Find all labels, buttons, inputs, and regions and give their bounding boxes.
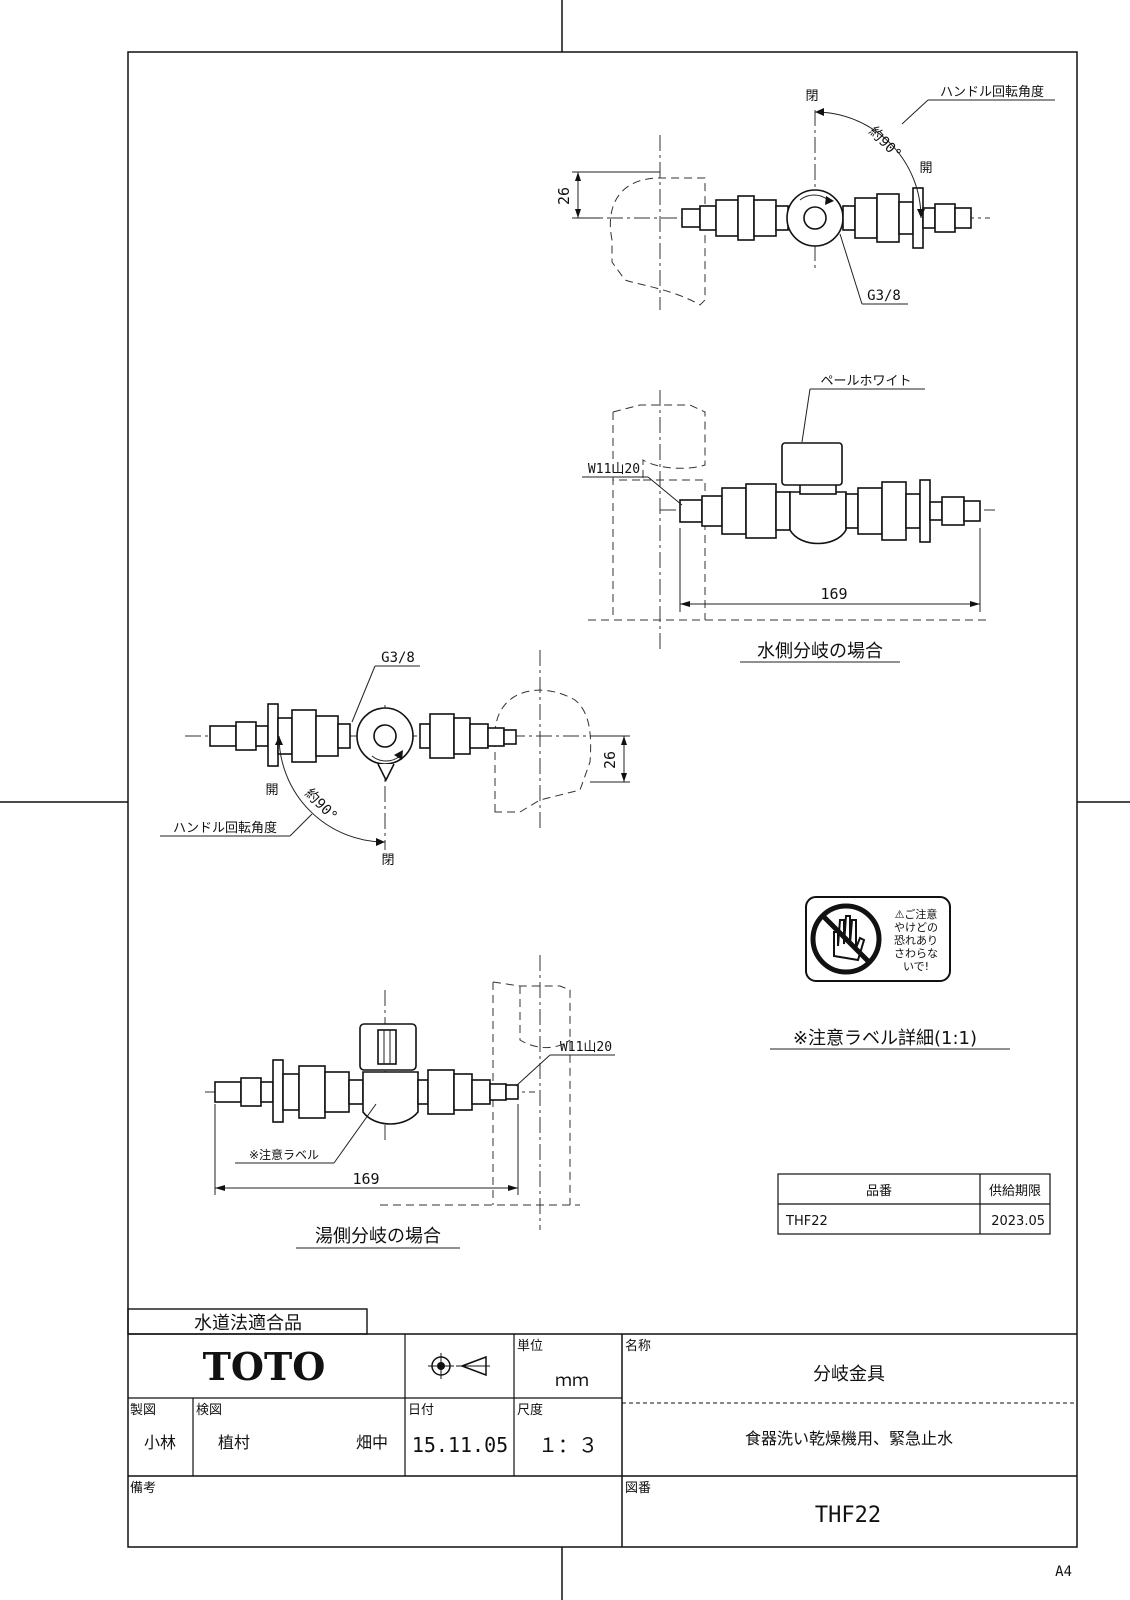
supply-header-part: 品番	[866, 1184, 892, 1199]
drafter-label: 製図	[130, 1403, 156, 1418]
product-name: 分岐金具	[813, 1364, 885, 1385]
title-block: 水道法適合品 TOTO 単位 ｍｍ 名称 分岐金具 製図 小林 検図 植村 畑中…	[127, 1308, 1077, 1547]
upper-thread-label: G3/8	[867, 288, 901, 304]
sticker-line-3: 恐れあり	[894, 934, 938, 947]
supply-table: 品番 供給期限 THF22 2023.05	[777, 1173, 1051, 1235]
lower-top-view: G3/8 26 約90° 開 閉 ハンドル回転角度	[160, 650, 630, 868]
remarks-label: 備考	[130, 1480, 156, 1496]
lower-handle-angle-label: ハンドル回転角度	[173, 820, 277, 836]
sticker-line-4: さわらな	[894, 947, 938, 960]
third-angle-projection-icon	[428, 1353, 490, 1379]
unit-value: ｍｍ	[555, 1371, 589, 1391]
sheet-border	[127, 51, 1078, 1548]
unit-label: 単位	[517, 1338, 543, 1354]
hot-side-view: W11山20 ※注意ラベル 169 湯側分岐の場合	[205, 955, 615, 1249]
water-side-view: W11山20 ペールホワイト 169 水側分岐の場合	[582, 374, 995, 663]
water-connection-label: W11山20	[588, 462, 640, 477]
scale-value: １：３	[538, 1433, 598, 1457]
scale-label: 尺度	[517, 1402, 543, 1418]
sticker-line-2: やけどの	[894, 921, 938, 934]
upper-top-view: 26 約90° 閉 開 ハンドル回転角度 G3/8	[555, 84, 1055, 310]
name-label: 名称	[625, 1338, 651, 1354]
upper-dim-height: 26	[555, 187, 573, 205]
lower-dim-height: 26	[601, 751, 619, 769]
date-label: 日付	[408, 1403, 434, 1418]
sheet-size: A4	[1055, 1564, 1072, 1580]
lower-label-closed: 閉	[381, 853, 394, 868]
caution-sticker: ⚠ご注意 やけどの 恐れあり さわらな いで! ※注意ラベル詳細(1:1)	[770, 896, 1010, 1050]
product-description: 食器洗い乾燥機用、緊急止水	[745, 1429, 953, 1448]
drafter-name: 小林	[144, 1433, 176, 1452]
drawing-no-label: 図番	[625, 1481, 651, 1496]
upper-angle-value: 約90°	[865, 124, 904, 163]
checker-name: 植村	[218, 1433, 250, 1452]
upper-label-open: 開	[919, 161, 932, 176]
checker-label: 検図	[196, 1403, 222, 1418]
lower-label-open: 開	[265, 783, 278, 798]
hot-caption: 湯側分岐の場合	[315, 1226, 441, 1247]
upper-label-closed: 閉	[805, 89, 818, 104]
sticker-caption: ※注意ラベル詳細(1:1)	[793, 1028, 977, 1049]
sticker-line-1: ⚠ご注意	[895, 907, 938, 921]
hot-connection-label: W11山20	[560, 1040, 612, 1055]
water-caption: 水側分岐の場合	[757, 641, 883, 662]
supply-cell-part: THF22	[785, 1214, 828, 1229]
hot-caution-label: ※注意ラベル	[249, 1147, 319, 1162]
date-value: 15.11.05	[412, 1433, 508, 1457]
supply-header-deadline: 供給期限	[989, 1184, 1041, 1199]
water-length-dim: 169	[820, 585, 847, 603]
upper-handle-angle-label: ハンドル回転角度	[940, 84, 1044, 100]
lower-thread-label: G3/8	[381, 650, 415, 666]
company-logo: TOTO	[203, 1344, 326, 1389]
approval-label: 水道法適合品	[194, 1313, 302, 1334]
water-color-label: ペールホワイト	[820, 374, 911, 389]
sticker-line-5: いで!	[903, 960, 929, 973]
drawing-number: THF22	[815, 1503, 881, 1528]
supply-cell-deadline: 2023.05	[991, 1214, 1045, 1229]
hot-length-dim: 169	[352, 1170, 379, 1188]
approver-name: 畑中	[356, 1433, 388, 1452]
